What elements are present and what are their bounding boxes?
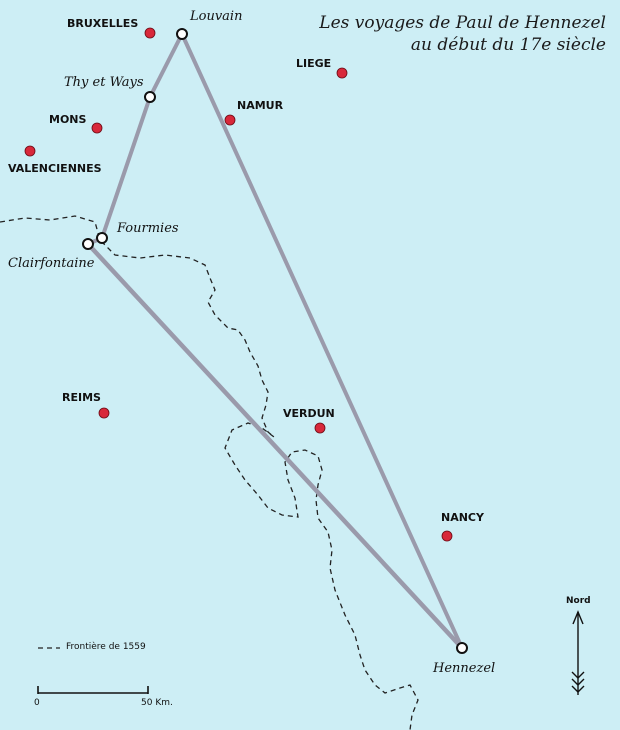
- city-dot-namur: [224, 114, 236, 126]
- scale-label-end: 50 Km.: [141, 698, 173, 708]
- city-dot-bruxelles: [144, 27, 156, 39]
- city-label-mons: MONS: [49, 113, 87, 126]
- stop-label-thy: Thy et Ways: [64, 75, 144, 90]
- city-dot-reims: [98, 407, 110, 419]
- route-louvain-hennezel: [180, 33, 464, 649]
- route-clairfontaine-hennezel: [86, 242, 464, 650]
- route-louvain-thy: [148, 33, 184, 98]
- city-dot-liege: [336, 67, 348, 79]
- city-label-reims: REIMS: [62, 391, 101, 404]
- city-dot-mons: [91, 122, 103, 134]
- scale-label-zero: 0: [34, 698, 40, 708]
- city-dot-verdun: [314, 422, 326, 434]
- stop-label-hennezel: Hennezel: [433, 661, 496, 676]
- stop-marker-hennezel: [456, 642, 468, 654]
- city-label-liege: LIEGE: [296, 57, 332, 70]
- scale-bar: [37, 686, 149, 694]
- north-arrow-icon: [571, 610, 585, 695]
- north-label: Nord: [566, 596, 591, 606]
- map-title-line1: Les voyages de Paul de Hennezel: [319, 13, 606, 33]
- map-title-line2: au début du 17e siècle: [410, 35, 606, 55]
- city-label-bruxelles: BRUXELLES: [67, 17, 139, 30]
- city-dot-valenciennes: [24, 145, 36, 157]
- city-label-nancy: NANCY: [441, 511, 484, 524]
- city-label-namur: NAMUR: [237, 99, 284, 112]
- city-label-verdun: VERDUN: [283, 407, 335, 420]
- stop-marker-thy: [144, 91, 156, 103]
- stop-marker-fourmies: [96, 232, 108, 244]
- stop-marker-clairfontaine: [82, 238, 94, 250]
- stop-label-fourmies: Fourmies: [117, 221, 179, 236]
- route-thy-fourmies: [100, 96, 152, 239]
- stop-label-louvain: Louvain: [190, 9, 243, 24]
- city-label-valenciennes: VALENCIENNES: [8, 162, 102, 175]
- frontier-1559-line: [0, 215, 419, 730]
- map-title: Les voyages de Paul de Hennezel au début…: [319, 12, 606, 56]
- stop-marker-louvain: [176, 28, 188, 40]
- legend-frontier-label: Frontière de 1559: [66, 642, 146, 652]
- stop-label-clairfontaine: Clairfontaine: [8, 256, 95, 271]
- city-dot-nancy: [441, 530, 453, 542]
